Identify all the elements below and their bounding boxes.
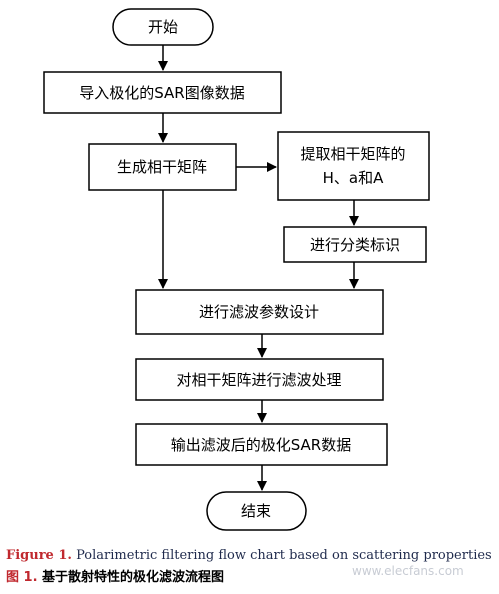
extract-label-line2: H、a和A <box>323 169 384 187</box>
coherence-box <box>88 143 237 191</box>
caption-english-text: Polarimetric filtering flow chart based … <box>76 548 492 563</box>
watermark: www.elecfans.com <box>352 564 464 578</box>
flowchart: 开始 导入极化的SAR图像数据 生成相干矩阵 提取相干矩阵的 H、a和A 进行分… <box>43 8 430 531</box>
classify-box <box>283 226 427 263</box>
start-label: 开始 <box>148 18 178 36</box>
coherence-node: 生成相干矩阵 <box>88 143 237 191</box>
design-node: 进行滤波参数设计 <box>135 289 384 335</box>
filter-label: 对相干矩阵进行滤波处理 <box>176 371 341 389</box>
end-terminator-shape <box>206 491 307 531</box>
output-box <box>135 423 388 466</box>
output-node: 输出滤波后的极化SAR数据 <box>135 423 388 466</box>
extract-box <box>277 131 430 201</box>
start-terminator-shape <box>112 8 214 46</box>
caption-chinese-text: 基于散射特性的极化滤波流程图 <box>42 570 225 585</box>
caption-chinese-label: 图 1. <box>6 570 38 585</box>
connectors <box>158 45 359 491</box>
caption-english-label: Figure 1. <box>6 548 72 563</box>
coherence-label: 生成相干矩阵 <box>117 158 207 176</box>
filter-node: 对相干矩阵进行滤波处理 <box>135 358 384 401</box>
import-box <box>43 71 282 114</box>
output-label: 输出滤波后的极化SAR数据 <box>171 436 352 454</box>
end-node: 结束 <box>206 491 307 531</box>
filter-box <box>135 358 384 401</box>
start-node: 开始 <box>112 8 214 46</box>
classify-node: 进行分类标识 <box>283 226 427 263</box>
classify-label: 进行分类标识 <box>310 236 400 254</box>
extract-label-line1: 提取相干矩阵的 <box>300 145 405 163</box>
end-label: 结束 <box>241 502 271 520</box>
design-label: 进行滤波参数设计 <box>199 303 319 321</box>
import-label: 导入极化的SAR图像数据 <box>79 84 244 102</box>
design-box <box>135 289 384 335</box>
extract-node: 提取相干矩阵的 H、a和A <box>277 131 430 201</box>
import-node: 导入极化的SAR图像数据 <box>43 71 282 114</box>
caption-english: Figure 1. Polarimetric filtering flow ch… <box>6 548 492 563</box>
caption-chinese: 图 1. 基于散射特性的极化滤波流程图 <box>6 566 224 585</box>
